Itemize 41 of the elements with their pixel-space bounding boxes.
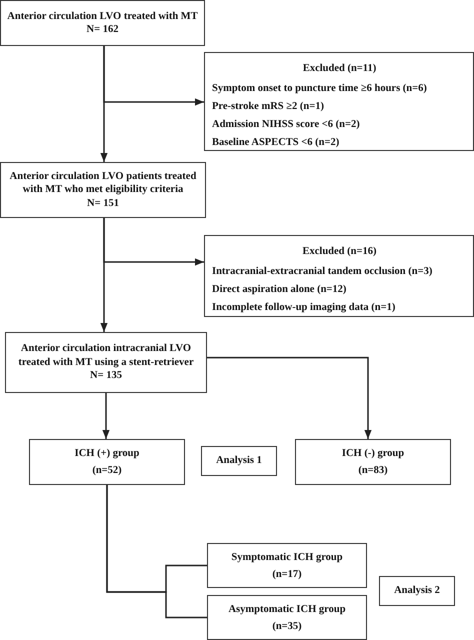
box-title: Anterior circulation intracranial LVO treated with MT using a stent-retriever [17,342,195,370]
count-text: (n=83) [357,464,389,478]
criterion-text: Baseline ASPECTS <6 (n=2) [212,136,340,149]
criterion-text: Direct aspiration alone (n=12) [212,282,348,296]
process-box [0,0,205,46]
arrow [103,46,204,106]
count-text: (n=17) [271,568,303,582]
count-text: N= 151 [86,196,120,210]
box-title: Symptomatic ICH group [230,550,344,564]
box-heading: Excluded (n=16) [302,245,378,258]
arrow [103,218,204,266]
process-box [0,162,206,218]
box-title: ICH (-) group [340,447,406,461]
process-box [5,332,207,393]
box-title: Anterior circulation LVO treated with MT [6,10,199,23]
count-text: N= 162 [86,23,120,36]
box-title: Analysis 2 [393,584,441,598]
box-title: ICH (+) group [74,447,140,461]
box-title: Asymptomatic ICH group [227,602,347,616]
process-box [201,446,277,476]
arrow [102,393,110,439]
box-heading: Excluded (n=11) [302,62,378,76]
criterion-text: Pre-stroke mRS ≥2 (n=1) [212,100,325,113]
exclusion-box [204,52,474,151]
group-box [207,543,367,588]
group-box [295,439,451,485]
process-box [379,576,455,606]
arrow [207,356,372,439]
group-box [207,595,367,640]
criterion-text: Intracranial-extracranial tandem occlusion (n=3) [212,264,434,278]
count-text: (n=35) [271,620,303,634]
box-title: Anterior circulation LVO patients treated with MT who met eligibility criteria [8,170,198,197]
connector-line [106,485,207,618]
count-text: (n=52) [91,464,123,478]
group-box [29,439,185,485]
exclusion-box [204,235,474,317]
criterion-text: Incomplete follow-up imaging data (n=1) [212,300,396,314]
count-text: N= 135 [89,369,123,383]
criterion-text: Admission NIHSS score <6 (n=2) [212,118,361,131]
box-title: Analysis 1 [215,454,263,468]
criterion-text: Symptom onset to puncture time ≥6 hours (n=6) [212,82,428,95]
